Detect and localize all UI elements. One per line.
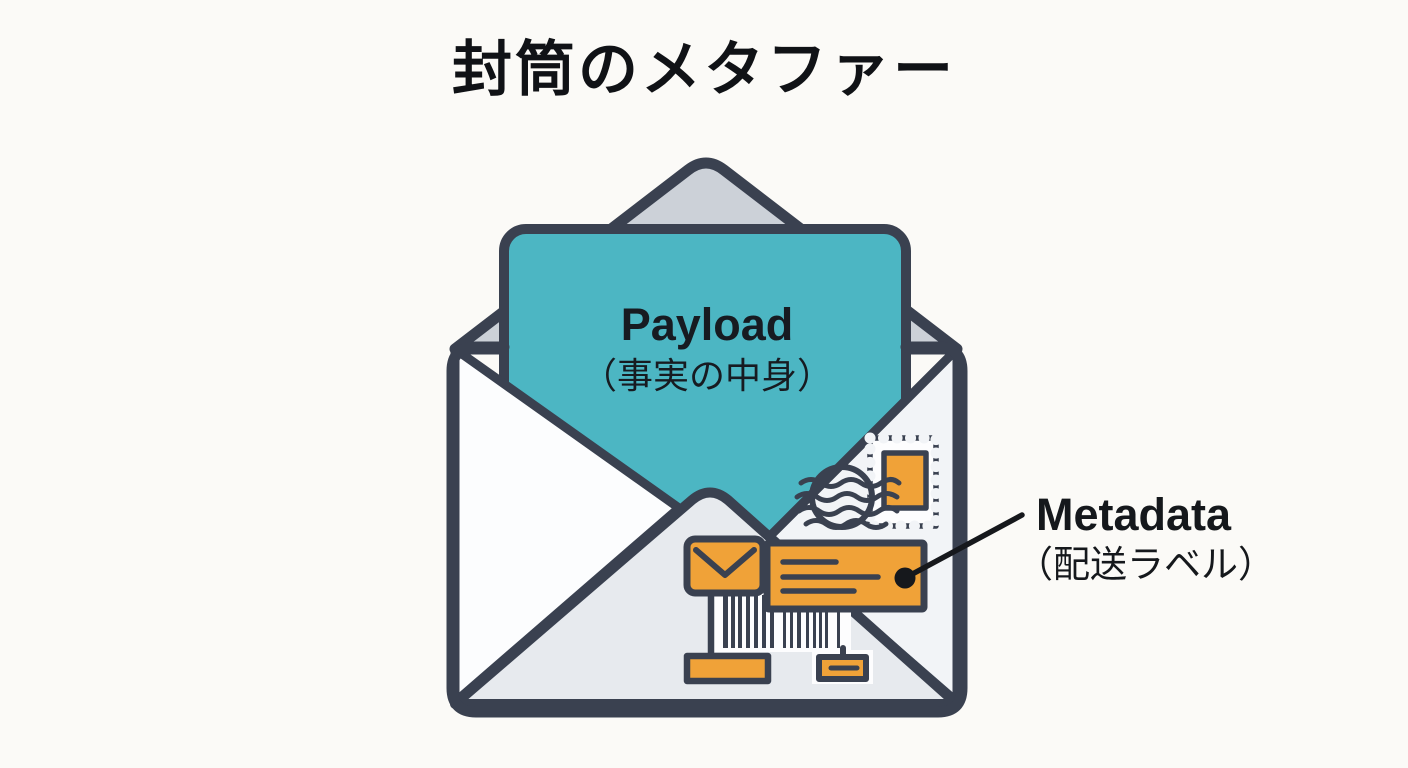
- metadata-label: Metadata: [1036, 489, 1232, 540]
- metadata-callout: [894, 512, 1025, 589]
- envelope-icon: [683, 535, 767, 597]
- page-title: 封筒のメタファー: [452, 36, 956, 103]
- payload-label: Payload: [620, 299, 794, 350]
- address-label-icon: [763, 539, 928, 613]
- routing-marks: [683, 588, 873, 685]
- envelope-outline: [446, 341, 968, 718]
- metadata-sublabel: （配送ラベル）: [1016, 544, 1275, 585]
- payload-sublabel: （事実の中身）: [580, 355, 833, 396]
- postmark-icon: [794, 464, 902, 530]
- callout-dot: [894, 567, 916, 589]
